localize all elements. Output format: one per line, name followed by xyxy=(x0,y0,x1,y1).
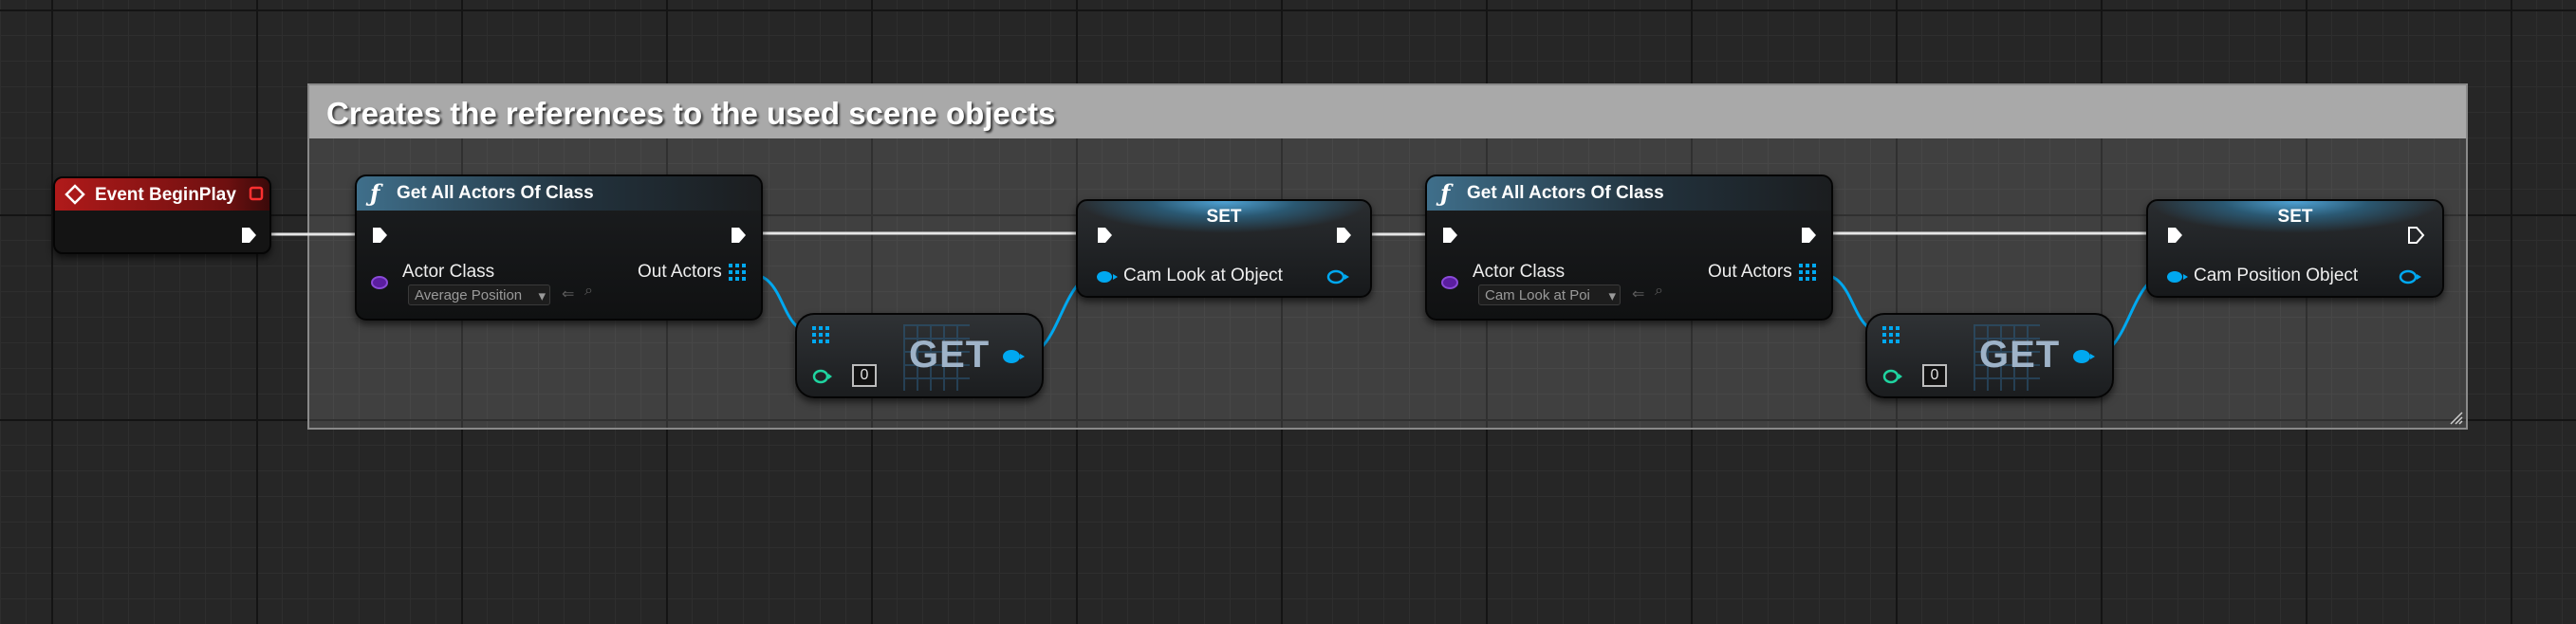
class-pin[interactable] xyxy=(1440,275,1459,290)
function-icon: ƒ xyxy=(370,179,380,207)
object-out-pin[interactable] xyxy=(2072,347,2097,366)
actor-class-dropdown[interactable]: Average Position ▾ xyxy=(408,284,550,305)
search-magnifier-icon[interactable]: ⌕ xyxy=(1655,283,1663,299)
out-actors-label: Out Actors xyxy=(638,262,722,282)
index-input[interactable]: 0 xyxy=(1922,364,1947,387)
int-pin[interactable] xyxy=(1882,368,1903,385)
comment-title: Creates the references to the used scene… xyxy=(326,96,1056,131)
browse-arrow-icon[interactable]: ⇐ xyxy=(1632,286,1645,303)
index-input[interactable]: 0 xyxy=(852,364,877,387)
object-in-pin[interactable] xyxy=(2165,267,2190,286)
exec-in-pin[interactable] xyxy=(1440,226,1459,245)
exec-out-pin-unconnected[interactable] xyxy=(2406,226,2425,245)
resize-grip-icon[interactable] xyxy=(2447,409,2464,426)
exec-in-pin[interactable] xyxy=(370,226,389,245)
exec-in-pin[interactable] xyxy=(2165,226,2184,245)
get-node-1[interactable]: 0 GET xyxy=(795,313,1044,398)
get-label: GET xyxy=(1979,334,2061,376)
event-header xyxy=(55,178,269,211)
get-node-2[interactable]: 0 GET xyxy=(1865,313,2114,398)
get-label: GET xyxy=(909,334,991,376)
object-out-pin[interactable] xyxy=(2399,267,2423,286)
exec-out-pin[interactable] xyxy=(729,226,748,245)
array-grid-icon[interactable] xyxy=(729,264,746,281)
out-actors-label: Out Actors xyxy=(1708,262,1792,282)
array-grid-icon[interactable] xyxy=(1882,326,1900,343)
event-beginplay-node[interactable]: Event BeginPlay xyxy=(53,176,271,254)
node-header xyxy=(357,176,761,211)
array-grid-icon[interactable] xyxy=(812,326,829,343)
class-pin[interactable] xyxy=(370,275,389,290)
dropdown-value: Average Position xyxy=(415,287,523,303)
browse-arrow-icon[interactable]: ⇐ xyxy=(562,286,575,303)
get-background-grid xyxy=(903,324,970,391)
event-diamond-icon xyxy=(65,184,85,205)
variable-label: Cam Position Object xyxy=(2194,266,2359,285)
node-title: Get All Actors Of Class xyxy=(1467,183,1664,203)
actor-class-dropdown[interactable]: Cam Look at Poi ▾ xyxy=(1478,284,1621,305)
dropdown-value: Cam Look at Poi xyxy=(1485,287,1590,303)
set-header xyxy=(2148,201,2442,233)
set-node-1[interactable]: SET Cam Look at Object xyxy=(1076,199,1372,298)
exec-in-pin[interactable] xyxy=(1095,226,1114,245)
comment-header[interactable]: Creates the references to the used scene… xyxy=(309,85,2466,138)
chevron-down-icon: ▾ xyxy=(538,288,546,304)
set-title: SET xyxy=(1206,207,1242,227)
delegate-square-icon[interactable] xyxy=(249,186,264,201)
set-node-2[interactable]: SET Cam Position Object xyxy=(2146,199,2444,298)
function-icon: ƒ xyxy=(1440,179,1451,207)
search-magnifier-icon[interactable]: ⌕ xyxy=(584,283,593,299)
object-out-pin[interactable] xyxy=(1002,347,1027,366)
node-title: Get All Actors Of Class xyxy=(397,183,594,203)
object-out-pin[interactable] xyxy=(1326,267,1351,286)
get-all-actors-node-2[interactable]: ƒ Get All Actors Of Class Actor Class Ou… xyxy=(1425,174,1833,321)
event-title: Event BeginPlay xyxy=(95,185,236,205)
exec-out-pin[interactable] xyxy=(1334,226,1353,245)
get-all-actors-node-1[interactable]: ƒ Get All Actors Of Class Actor Class Ou… xyxy=(355,174,763,321)
chevron-down-icon: ▾ xyxy=(1608,288,1616,304)
set-header xyxy=(1078,201,1370,233)
exec-out-pin[interactable] xyxy=(1799,226,1818,245)
set-title: SET xyxy=(2277,207,2313,227)
int-pin[interactable] xyxy=(812,368,833,385)
variable-label: Cam Look at Object xyxy=(1123,266,1283,285)
node-header xyxy=(1427,176,1831,211)
actor-class-label: Actor Class xyxy=(402,262,495,282)
exec-out-pin[interactable] xyxy=(239,226,258,245)
array-grid-icon[interactable] xyxy=(1799,264,1816,281)
get-background-grid xyxy=(1974,324,2040,391)
object-in-pin[interactable] xyxy=(1095,267,1120,286)
actor-class-label: Actor Class xyxy=(1473,262,1566,282)
